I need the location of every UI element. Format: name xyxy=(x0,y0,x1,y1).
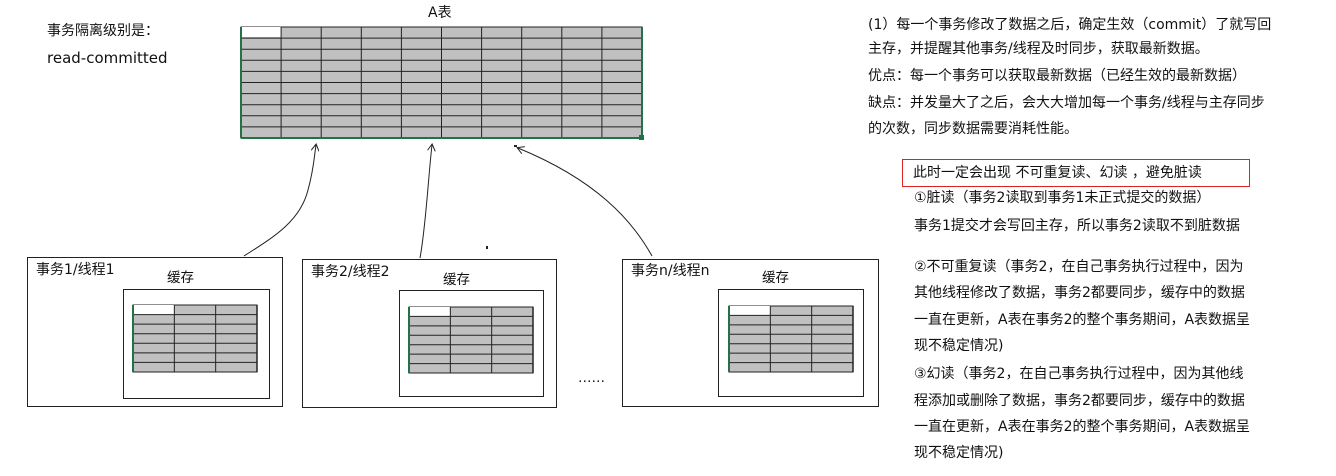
dirty-read-title: ①脏读（事务2读取到事务1未正式提交的数据） xyxy=(914,190,1211,206)
thread-label-n: 事务n/线程n xyxy=(631,263,710,279)
cache-grid-2 xyxy=(408,306,534,374)
non-repeatable-line-4: 现不稳定情况) xyxy=(914,338,1004,354)
notice-box: 此时一定会出现 不可重复读、幻读 ，避免脏读 xyxy=(902,159,1250,187)
cache-grid-n xyxy=(728,305,854,373)
dirty-read-desc: 事务1提交才会写回主存，所以事务2读取不到脏数据 xyxy=(914,218,1240,234)
cache-grid-1 xyxy=(132,304,258,373)
pros-text: 优点：每一个事务可以获取最新数据（已经生效的最新数据） xyxy=(868,68,1246,84)
thread-label-1: 事务1/线程1 xyxy=(36,262,115,278)
phantom-line-2: 程添加或删除了数据，事务2都要同步，缓存中的数据 xyxy=(914,393,1245,409)
explanation-line-1: (1）每一个事务修改了数据之后，确定生效（commit）了就写回 xyxy=(868,17,1272,33)
sync-arrow-1 xyxy=(243,145,316,257)
phantom-line-3: 一直在更新，A表在事务2的整个事务期间，A表数据呈 xyxy=(914,419,1251,435)
explanation-line-2: 主存，并提醒其他事务/线程及时同步，获取最新数据。 xyxy=(868,41,1209,57)
non-repeatable-line-1: ②不可重复读（事务2，在自己事务执行过程中，因为 xyxy=(914,259,1244,275)
cons-line-2: 的次数，同步数据需要消耗性能。 xyxy=(868,121,1078,137)
sync-arrow-2 xyxy=(419,145,432,259)
isolation-value: read-committed xyxy=(47,49,168,67)
phantom-line-4: 现不稳定情况) xyxy=(914,445,1004,461)
cache-label-2: 缓存 xyxy=(443,272,470,288)
cache-label-1: 缓存 xyxy=(167,270,194,286)
cons-line-1: 缺点：并发量大了之后，会大大增加每一个事务/线程与主存同步 xyxy=(868,95,1265,111)
table-a-title: A表 xyxy=(428,5,452,21)
non-repeatable-line-3: 一直在更新，A表在事务2的整个事务期间，A表数据呈 xyxy=(914,312,1251,328)
non-repeatable-line-2: 其他线程修改了数据，事务2都要同步，缓存中的数据 xyxy=(914,285,1245,301)
thread-label-2: 事务2/线程2 xyxy=(311,264,390,280)
cache-label-n: 缓存 xyxy=(762,270,789,286)
phantom-line-1: ③幻读（事务2，在自己事务执行过程中，因为其他线 xyxy=(914,366,1244,382)
ellipsis: …… xyxy=(578,370,605,386)
isolation-label: 事务隔离级别是： xyxy=(47,23,159,39)
sync-arrow-n xyxy=(518,148,653,257)
table-a-grid xyxy=(240,26,644,140)
